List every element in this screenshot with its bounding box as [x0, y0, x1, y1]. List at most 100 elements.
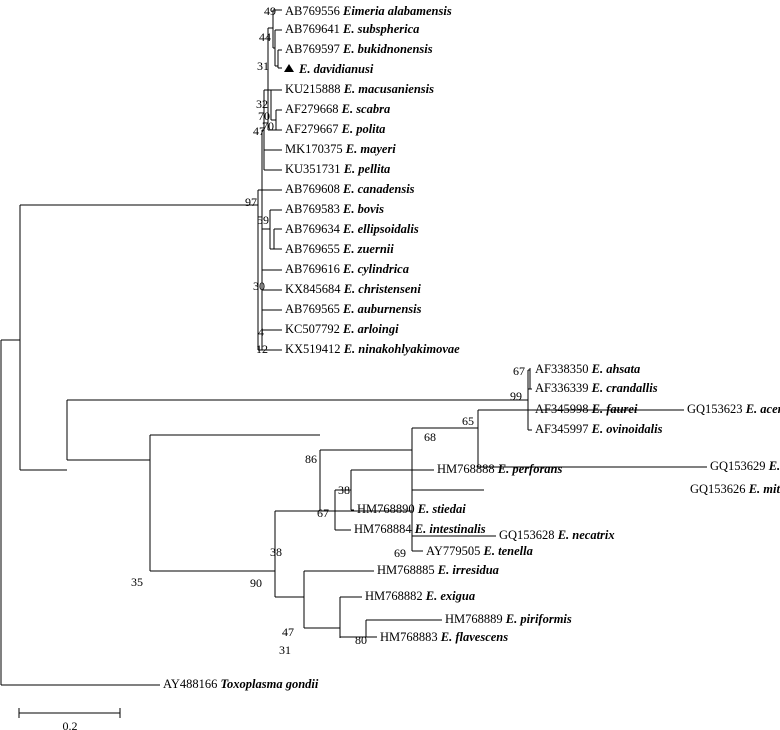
species-name: E. canadensis — [342, 182, 415, 196]
taxon-label: AB769616 E. cylindrica — [285, 262, 409, 276]
accession-number: HM768890 — [357, 502, 418, 516]
accession-number: HM768884 — [354, 522, 415, 536]
taxon-name: HM768883 E. flavescens — [380, 630, 508, 644]
species-name: E. necatrix — [557, 528, 615, 542]
scale-bar-label: 0.2 — [63, 719, 78, 730]
taxon-label: AF336339 E. crandallis — [535, 381, 658, 395]
taxon-label: AY488166 Toxoplasma gondii — [163, 677, 319, 691]
taxon-label: GQ153626 E. mitis — [690, 482, 780, 496]
taxon-name: MK170375 E. mayeri — [285, 142, 396, 156]
bootstrap-value: 4 — [258, 325, 264, 339]
scale-bar-line — [18, 708, 121, 718]
taxon-label: AF345997 E. ovinoidalis — [535, 422, 663, 436]
root-branch — [0, 339, 160, 686]
taxon-label: AF345998 E. faurei — [535, 402, 638, 416]
species-name: E. mayeri — [345, 142, 397, 156]
taxon-label: KX845684 E. christenseni — [285, 282, 421, 296]
bootstrap-value: 67 — [513, 364, 525, 378]
accession-number: AB769556 — [285, 4, 343, 18]
clade-praecox-branch — [477, 409, 707, 468]
taxon-name: AF338350 E. ahsata — [535, 362, 640, 376]
taxon-name: KX845684 E. christenseni — [285, 282, 421, 296]
bootstrap-labels: 4944313270477097593041267996568866938673… — [131, 4, 525, 657]
bootstrap-value: 70 — [262, 119, 274, 133]
clade-acervulina-branch — [411, 427, 484, 491]
bootstrap-value: 38 — [270, 545, 282, 559]
accession-number: KX845684 — [285, 282, 344, 296]
bootstrap-value: 49 — [264, 4, 276, 18]
accession-number: HM768888 — [437, 462, 498, 476]
bootstrap-value: 47 — [282, 625, 294, 639]
accession-number: HM768883 — [380, 630, 441, 644]
taxon-name: AB769616 E. cylindrica — [285, 262, 409, 276]
taxon-name: AB769634 E. ellipsoidalis — [285, 222, 419, 236]
taxon-label: KX519412 E. ninakohlyakimovae — [285, 342, 460, 356]
bootstrap-value: 35 — [131, 575, 143, 589]
taxon-name: AY488166 Toxoplasma gondii — [163, 677, 319, 691]
ingroup-branch — [19, 204, 258, 471]
bootstrap-value: 86 — [305, 452, 317, 466]
taxon-name: HM768884 E. intestinalis — [354, 522, 486, 536]
bootstrap-value: 59 — [257, 213, 269, 227]
taxon-name: AF345997 E. ovinoidalis — [535, 422, 663, 436]
clade-top-branch — [267, 27, 282, 131]
species-name: E. mitis — [748, 482, 780, 496]
taxon-label: KU215888 E. macusaniensis — [285, 82, 434, 96]
accession-number: GQ153628 — [499, 528, 558, 542]
accession-number: AF345998 — [535, 402, 592, 416]
taxon-label: AB769655 E. zuernii — [285, 242, 394, 256]
accession-number: AF345997 — [535, 422, 592, 436]
taxon-name: AY779505 E. tenella — [426, 544, 533, 558]
tree-branches — [0, 9, 707, 686]
species-name: E. auburnensis — [342, 302, 422, 316]
species-name: E. ninakohlyakimovae — [343, 342, 460, 356]
taxon-name: AB769655 E. zuernii — [285, 242, 394, 256]
taxon-name: HM768882 E. exigua — [365, 589, 475, 603]
species-name: E. cylindrica — [342, 262, 409, 276]
species-name: E. polita — [341, 122, 386, 136]
taxon-label: HM768884 E. intestinalis — [354, 522, 486, 536]
clade-zuernii-branch — [273, 228, 282, 250]
accession-number: AB769634 — [285, 222, 343, 236]
taxon-label: HM768883 E. flavescens — [380, 630, 508, 644]
taxon-name: HM768889 E. piriformis — [445, 612, 572, 626]
accession-number: KU351731 — [285, 162, 344, 176]
bootstrap-value: 38 — [338, 483, 350, 497]
species-name: E. pellita — [343, 162, 391, 176]
clade-perforans-branch — [334, 469, 434, 531]
accession-number: MK170375 — [285, 142, 346, 156]
bootstrap-value: 80 — [355, 633, 367, 647]
taxon-label: GQ153623 E. acervulina — [687, 402, 780, 416]
accession-number: AB769597 — [285, 42, 343, 56]
taxon-label: MK170375 E. mayeri — [285, 142, 396, 156]
bootstrap-value: 44 — [259, 30, 271, 44]
clade-scabra-branch — [270, 89, 282, 121]
species-name: E. irresidua — [437, 563, 499, 577]
species-name: E. exigua — [425, 589, 475, 603]
accession-number: GQ153623 — [687, 402, 746, 416]
species-name: E. stiedai — [417, 502, 466, 516]
accession-number: AF338350 — [535, 362, 592, 376]
species-name: E. scabra — [341, 102, 391, 116]
scale-bar: 0.2 — [18, 708, 121, 730]
species-name: E. macusaniensis — [343, 82, 434, 96]
taxon-label: AY779505 E. tenella — [426, 544, 533, 558]
taxon-name: E. davidianusi — [298, 62, 374, 76]
bootstrap-value: 90 — [250, 576, 262, 590]
accession-number: AY779505 — [426, 544, 484, 558]
accession-number: AB769608 — [285, 182, 343, 196]
clade-bukidnonensis-branch — [277, 49, 282, 69]
species-name: E. ahsata — [591, 362, 641, 376]
species-name: E. bovis — [342, 202, 384, 216]
bootstrap-value: 32 — [256, 97, 268, 111]
bootstrap-value: 47 — [253, 124, 265, 138]
species-name: E. ovinoidalis — [591, 422, 663, 436]
clade-cattle-branch — [257, 189, 262, 351]
taxon-label: HM768890 E. stiedai — [357, 502, 466, 516]
accession-number: AF279668 — [285, 102, 342, 116]
taxon-name: HM768890 E. stiedai — [357, 502, 466, 516]
taxon-name: AB769556 Eimeria alabamensis — [285, 4, 452, 18]
species-name: E. zuernii — [342, 242, 394, 256]
bootstrap-value: 65 — [462, 414, 474, 428]
